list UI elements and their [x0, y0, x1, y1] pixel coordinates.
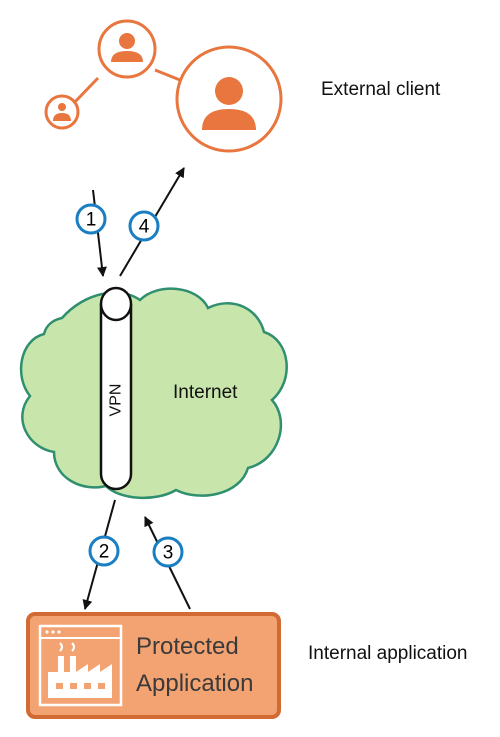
vpn-tunnel: VPN — [99, 286, 133, 491]
svg-text:1: 1 — [86, 210, 97, 231]
internet-label: Internet — [173, 382, 238, 403]
internet-cloud: Internet — [19, 287, 288, 500]
internal-application-label: Internal application — [308, 643, 468, 664]
protected-application-box: Protected Application — [26, 612, 281, 719]
vpn-label: VPN — [108, 384, 125, 417]
client-link-small-medium — [70, 76, 100, 107]
step-badge-1: 1 — [75, 203, 107, 235]
external-client-network: External client — [44, 19, 441, 153]
external-client-label: External client — [321, 79, 441, 100]
user-icon — [44, 94, 80, 130]
svg-text:3: 3 — [163, 543, 174, 564]
user-icon — [97, 19, 157, 79]
step-badge-2: 2 — [88, 535, 120, 567]
user-icon — [175, 45, 283, 153]
svg-text:4: 4 — [139, 217, 150, 238]
step-badge-3: 3 — [152, 536, 184, 568]
app-title-line2: Application — [136, 670, 253, 697]
step-badge-4: 4 — [128, 210, 160, 242]
svg-text:2: 2 — [99, 542, 110, 563]
factory-icon — [38, 624, 123, 707]
app-title-line1: Protected — [136, 633, 239, 660]
